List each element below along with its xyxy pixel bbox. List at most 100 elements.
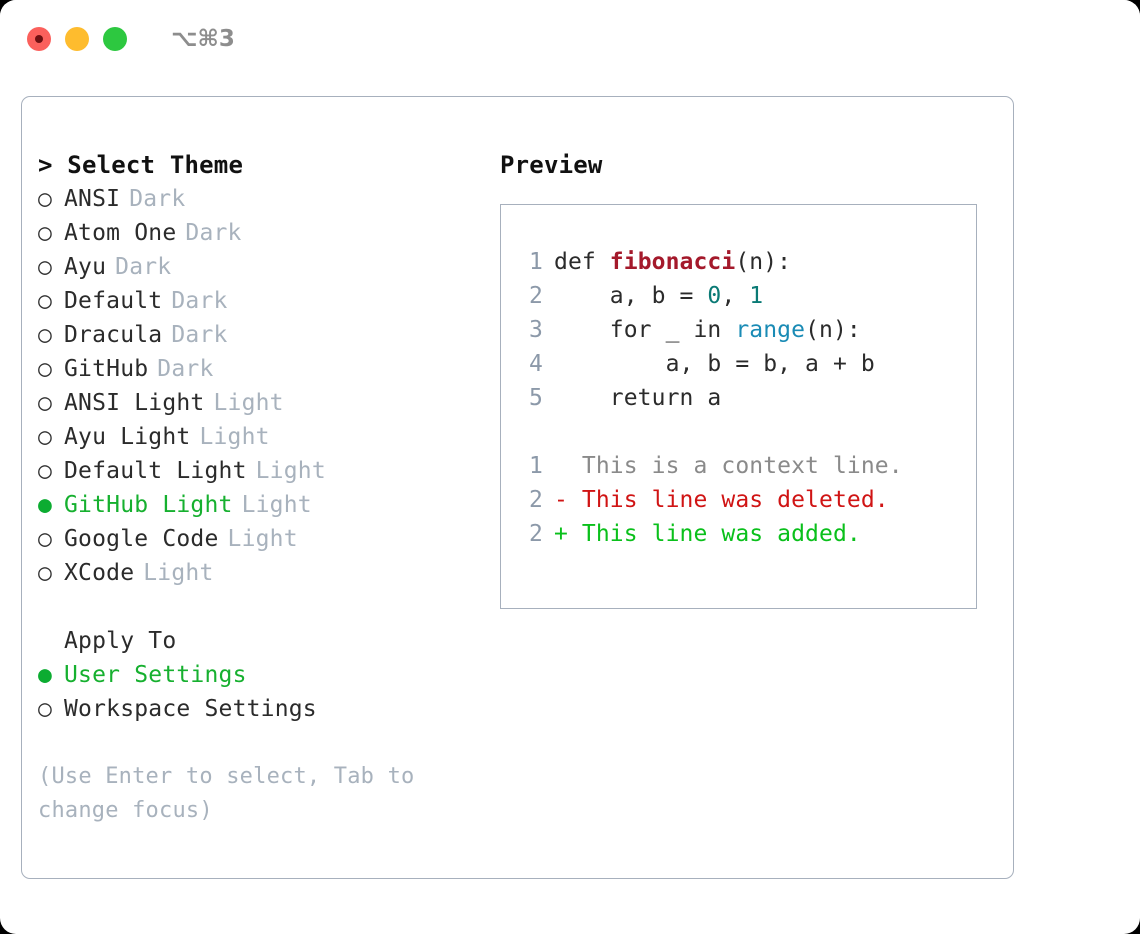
radio-unselected-icon[interactable]: ○ — [38, 526, 53, 552]
code-token-num: 0 — [707, 283, 722, 309]
theme-list-item[interactable]: ○ Ayu Light Light — [38, 420, 478, 454]
list-spacer — [38, 590, 478, 624]
apply-to-label: User Settings — [64, 662, 247, 688]
keyboard-shortcut-label: ⌥⌘3 — [171, 26, 235, 52]
apply-to-item[interactable]: ● User Settings — [38, 658, 478, 692]
theme-name-label: GitHub — [64, 356, 149, 382]
code-token-plain: a, b = — [554, 283, 708, 309]
radio-unselected-icon[interactable]: ○ — [38, 220, 53, 246]
diff-line-number: 1 — [529, 453, 543, 479]
code-line-text: a, b = 0, 1 — [554, 279, 763, 313]
theme-name-label: Ayu Light — [64, 424, 191, 450]
radio-unselected-icon[interactable]: ○ — [38, 696, 53, 722]
diff-line-text: This line was deleted. — [567, 487, 889, 513]
code-token-plain: a, b = b, a + b — [554, 351, 875, 377]
theme-name-label: ANSI — [64, 186, 121, 212]
theme-kind-label: Dark — [185, 220, 242, 246]
code-line: 3 for _ in range(n): — [513, 313, 976, 347]
code-token-kw: return a — [554, 385, 722, 411]
code-line-number: 1 — [529, 249, 543, 275]
theme-name-label: GitHub Light — [64, 492, 233, 518]
code-line-number: 5 — [529, 385, 543, 411]
diff-sample-block: 1 This is a context line.2- This line wa… — [513, 449, 976, 551]
title-bar: ⌥⌘3 — [0, 0, 1140, 78]
code-token-call: range — [735, 317, 806, 343]
diff-line-text: This is a context line. — [567, 453, 903, 479]
theme-list-item[interactable]: ○ ANSI Dark — [38, 182, 478, 216]
code-line-text: def fibonacci(n): — [554, 245, 791, 279]
code-token-kw: for _ in — [554, 317, 736, 343]
radio-unselected-icon[interactable]: ○ — [38, 186, 53, 212]
theme-kind-label: Light — [143, 560, 214, 586]
code-line-number: 3 — [529, 317, 543, 343]
radio-selected-icon[interactable]: ● — [38, 492, 53, 518]
close-button-icon[interactable] — [27, 27, 51, 51]
preview-heading: Preview — [500, 151, 603, 179]
theme-name-label: XCode — [64, 560, 135, 586]
code-token-fn: fibonacci — [609, 249, 736, 275]
radio-selected-icon[interactable]: ● — [38, 662, 53, 688]
diff-line: 1 This is a context line. — [513, 449, 976, 483]
code-line-text: a, b = b, a + b — [554, 347, 875, 381]
radio-unselected-icon[interactable]: ○ — [38, 458, 53, 484]
radio-unselected-icon[interactable]: ○ — [38, 390, 53, 416]
theme-list-item[interactable]: ○ Dracula Dark — [38, 318, 478, 352]
diff-marker — [554, 449, 568, 483]
radio-unselected-icon[interactable]: ○ — [38, 424, 53, 450]
theme-kind-label: Dark — [129, 186, 186, 212]
theme-name-label: Default Light — [64, 458, 247, 484]
diff-marker: - — [554, 487, 568, 513]
code-line: 4 a, b = b, a + b — [513, 347, 976, 381]
theme-kind-label: Light — [255, 458, 326, 484]
code-token-plain: (n): — [735, 249, 792, 275]
code-line: 1 def fibonacci(n): — [513, 245, 976, 279]
keyboard-hint-text: (Use Enter to select, Tab to change focu… — [38, 764, 428, 823]
theme-kind-label: Light — [213, 390, 284, 416]
theme-name-label: Atom One — [64, 220, 177, 246]
theme-name-label: Default — [64, 288, 163, 314]
code-token-plain: , — [721, 283, 750, 309]
radio-unselected-icon[interactable]: ○ — [38, 356, 53, 382]
theme-name-label: Ayu — [64, 254, 107, 280]
code-line-number: 2 — [529, 283, 543, 309]
theme-list-item[interactable]: ○ Default Light Light — [38, 454, 478, 488]
radio-unselected-icon[interactable]: ○ — [38, 560, 53, 586]
theme-kind-label: Dark — [171, 322, 228, 348]
theme-kind-label: Light — [199, 424, 270, 450]
apply-to-item[interactable]: ○ Workspace Settings — [38, 692, 478, 726]
diff-line: 2+ This line was added. — [513, 517, 976, 551]
radio-unselected-icon[interactable]: ○ — [38, 322, 53, 348]
code-token-plain: (n): — [805, 317, 861, 343]
code-token-kw: def — [554, 249, 610, 275]
diff-line: 2- This line was deleted. — [513, 483, 976, 517]
theme-name-label: Google Code — [64, 526, 219, 552]
radio-unselected-icon[interactable]: ○ — [38, 254, 53, 280]
code-diff-gap — [513, 415, 976, 449]
select-theme-heading: > Select Theme — [38, 151, 244, 179]
code-line: 2 a, b = 0, 1 — [513, 279, 976, 313]
code-token-num: 1 — [749, 283, 764, 309]
traffic-light-group — [27, 27, 127, 51]
minimize-button-icon[interactable] — [65, 27, 89, 51]
code-line-text: for _ in range(n): — [554, 313, 861, 347]
hint-spacer — [38, 726, 478, 760]
radio-unselected-icon[interactable]: ○ — [38, 288, 53, 314]
theme-list-item[interactable]: ○ Atom One Dark — [38, 216, 478, 250]
theme-list-item[interactable]: ○ XCode Light — [38, 556, 478, 590]
maximize-button-icon[interactable] — [103, 27, 127, 51]
diff-line-number: 2 — [529, 487, 543, 513]
code-line-number: 4 — [529, 351, 543, 377]
apply-to-label: Workspace Settings — [64, 696, 317, 722]
theme-name-label: Dracula — [64, 322, 163, 348]
